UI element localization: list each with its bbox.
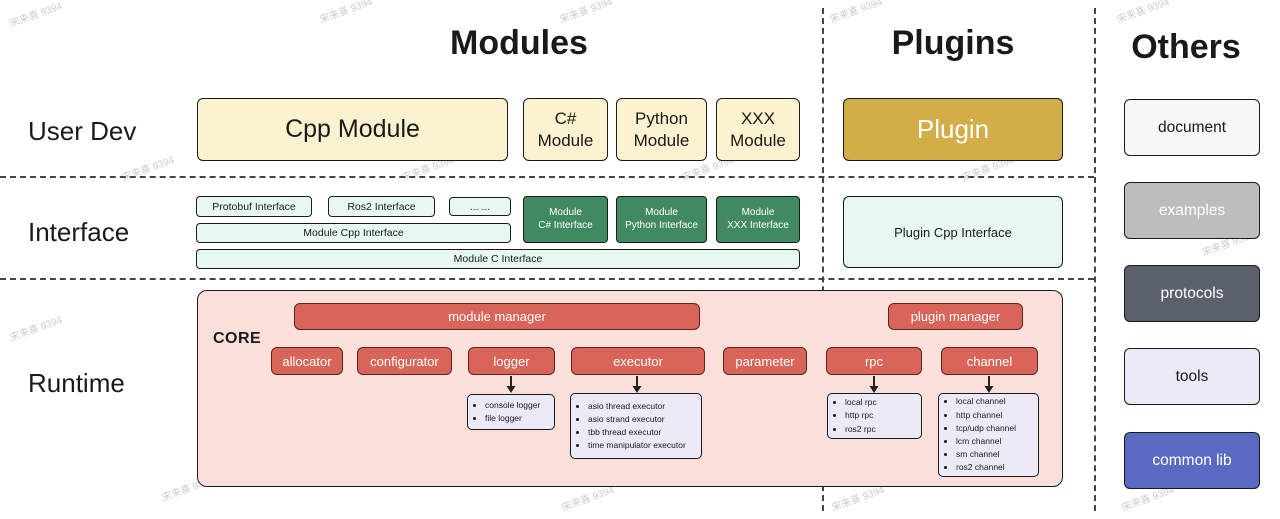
others-item-document: document	[1124, 99, 1260, 156]
logger-box: logger	[468, 347, 555, 375]
divider-plugins-others	[1094, 8, 1096, 511]
watermark: 宋来喜 9394	[120, 154, 176, 184]
list-item: http channel	[956, 409, 1016, 422]
executor-box: executor	[571, 347, 705, 375]
list-item: time manipulator executor	[588, 439, 686, 452]
logger-impl-list: console logger file logger	[467, 394, 555, 430]
list-item: asio thread executor	[588, 400, 686, 413]
core-label: CORE	[213, 330, 262, 347]
list-item: http rpc	[845, 409, 877, 422]
csharp-module-box: C# Module	[523, 98, 608, 161]
xxx-module-box: XXX Module	[716, 98, 800, 161]
list-item: lcm channel	[956, 435, 1016, 448]
configurator-box: configurator	[357, 347, 452, 375]
rpc-box: rpc	[826, 347, 922, 375]
channel-impl-list: local channel http channel tcp/udp chann…	[938, 393, 1039, 477]
python-module-box: Python Module	[616, 98, 707, 161]
row-label-runtime: Runtime	[28, 368, 125, 398]
list-item: local channel	[956, 395, 1016, 408]
down-arrow-icon	[505, 376, 517, 394]
ellipsis-interface-box: ... ...	[449, 197, 511, 216]
divider-interface-runtime	[0, 278, 1094, 280]
plugin-cpp-interface-box: Plugin Cpp Interface	[843, 196, 1063, 268]
others-item-tools: tools	[1124, 348, 1260, 405]
list-item: file logger	[485, 412, 540, 425]
list-item: tcp/udp channel	[956, 422, 1016, 435]
watermark: 宋来喜 9394	[318, 0, 374, 26]
down-arrow-icon	[983, 376, 995, 394]
channel-box: channel	[941, 347, 1038, 375]
modules-title: Modules	[450, 24, 588, 62]
others-item-protocols: protocols	[1124, 265, 1260, 322]
others-title: Others	[1131, 28, 1241, 66]
rpc-impl-list: local rpc http rpc ros2 rpc	[827, 393, 922, 439]
divider-userdev-interface	[0, 176, 1094, 178]
allocator-box: allocator	[271, 347, 343, 375]
others-item-common-lib: common lib	[1124, 432, 1260, 489]
protobuf-interface-box: Protobuf Interface	[196, 196, 312, 217]
module-xxx-interface-box: Module XXX Interface	[716, 196, 800, 243]
module-csharp-interface-box: Module C# Interface	[523, 196, 608, 243]
list-item: tbb thread executor	[588, 426, 686, 439]
watermark: 宋来喜 9394	[8, 0, 64, 30]
watermark: 宋来喜 9394	[1115, 0, 1171, 26]
executor-impl-list: asio thread executor asio strand executo…	[570, 393, 702, 459]
down-arrow-icon	[631, 376, 643, 394]
down-arrow-icon	[868, 376, 880, 394]
row-label-interface: Interface	[28, 217, 130, 247]
list-item: ros2 rpc	[845, 423, 877, 436]
watermark: 宋来喜 9394	[8, 314, 64, 344]
list-item: sm channel	[956, 448, 1016, 461]
plugin-box: Plugin	[843, 98, 1063, 161]
watermark: 宋来喜 9394	[558, 0, 614, 26]
others-item-examples: examples	[1124, 182, 1260, 239]
list-item: local rpc	[845, 396, 877, 409]
list-item: ros2 channel	[956, 461, 1016, 474]
ros2-interface-box: Ros2 Interface	[328, 196, 435, 217]
module-c-interface-bar: Module C Interface	[196, 249, 800, 269]
parameter-box: parameter	[723, 347, 807, 375]
list-item: console logger	[485, 399, 540, 412]
cpp-module-box: Cpp Module	[197, 98, 508, 161]
list-item: asio strand executor	[588, 413, 686, 426]
watermark: 宋来喜 9394	[828, 0, 884, 26]
row-label-user-dev: User Dev	[28, 116, 137, 146]
module-python-interface-box: Module Python Interface	[616, 196, 707, 243]
module-cpp-interface-bar: Module Cpp Interface	[196, 223, 511, 243]
plugins-title: Plugins	[891, 24, 1015, 62]
plugin-manager-bar: plugin manager	[888, 303, 1023, 330]
module-manager-bar: module manager	[294, 303, 700, 330]
divider-modules-plugins	[822, 8, 824, 511]
